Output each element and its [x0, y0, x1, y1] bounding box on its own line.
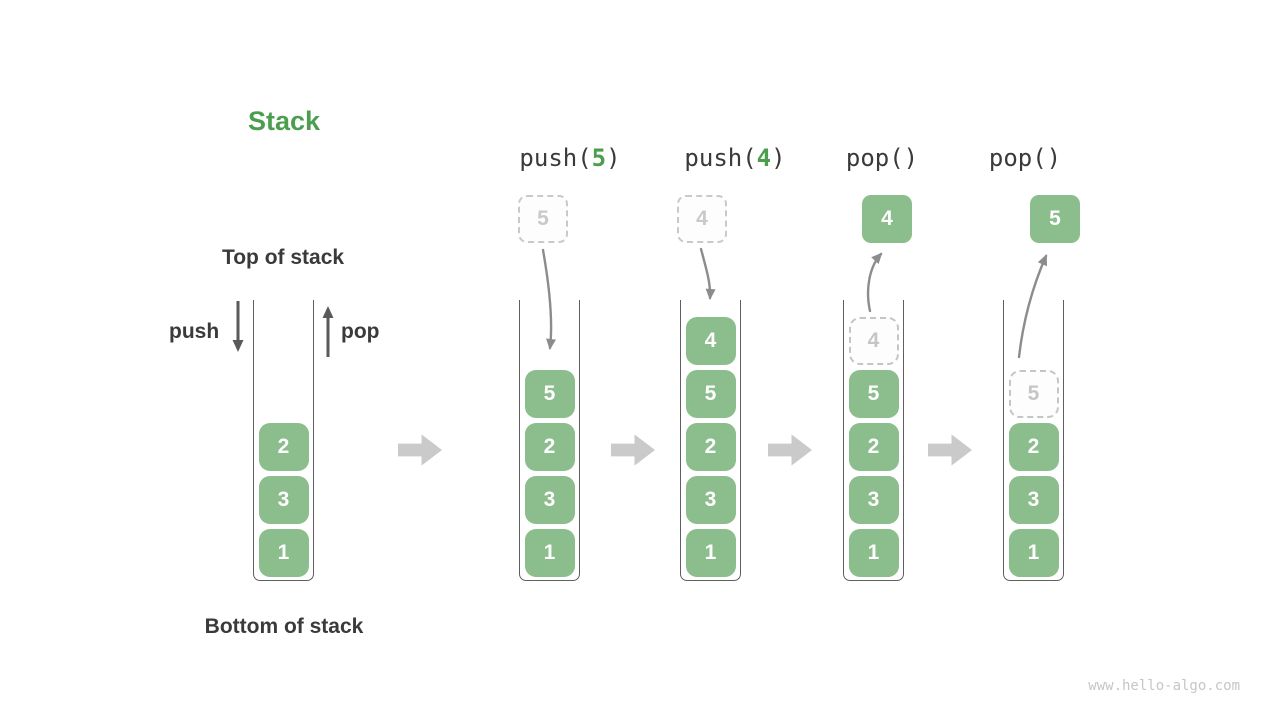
push-label: push — [169, 320, 220, 343]
stack-vessel-5: 5 2 3 1 — [1003, 300, 1064, 581]
op-arg: 5 — [591, 144, 607, 172]
stack-cells: 5 2 3 1 — [520, 370, 579, 577]
stack-cell: 3 — [848, 476, 899, 524]
op-prefix: push( — [519, 144, 592, 172]
stack-cell: 2 — [848, 423, 899, 471]
stack-cell: 2 — [258, 423, 309, 471]
stack-cell: 3 — [1008, 476, 1059, 524]
stack-cell: 2 — [1008, 423, 1059, 471]
stack-cell: 3 — [524, 476, 575, 524]
step-arrow-icon — [611, 434, 656, 466]
stack-cell: 4 — [685, 317, 736, 365]
step-arrow-icon — [768, 434, 813, 466]
step-arrow-icon — [928, 434, 973, 466]
op-label-pop-1: pop() — [846, 144, 918, 172]
top-of-stack-label: Top of stack — [221, 246, 345, 269]
stack-cell: 1 — [848, 529, 899, 577]
float-box-popped4: 4 — [862, 195, 912, 243]
stack-cell: 3 — [258, 476, 309, 524]
bottom-of-stack-label: Bottom of stack — [204, 615, 364, 638]
op-prefix: push( — [684, 144, 757, 172]
stack-cell: 1 — [1008, 529, 1059, 577]
op-prefix: pop() — [845, 144, 919, 172]
op-suffix: ) — [606, 144, 621, 172]
stack-vessel-3: 4 5 2 3 1 — [680, 300, 741, 581]
stack-cell: 2 — [524, 423, 575, 471]
stack-cell: 1 — [685, 529, 736, 577]
stack-vessel-2: 5 2 3 1 — [519, 300, 580, 581]
diagram-title: Stack — [247, 106, 321, 136]
stack-cells: 4 5 2 3 1 — [844, 317, 903, 577]
ghost-cell: 4 — [848, 317, 899, 365]
stack-cells: 5 2 3 1 — [1004, 370, 1063, 577]
stack-cell: 5 — [524, 370, 575, 418]
stack-vessel-1: 2 3 1 — [253, 300, 314, 581]
op-suffix: ) — [771, 144, 786, 172]
op-prefix: pop() — [988, 144, 1062, 172]
stack-vessel-4: 4 5 2 3 1 — [843, 300, 904, 581]
op-label-pop-2: pop() — [989, 144, 1061, 172]
push4-flow-arrow-icon — [699, 247, 716, 300]
float-box-push5: 5 — [518, 195, 568, 243]
stack-cells: 4 5 2 3 1 — [681, 317, 740, 577]
step-arrow-icon — [398, 434, 443, 466]
stack-cell: 1 — [524, 529, 575, 577]
stack-cell: 5 — [848, 370, 899, 418]
stack-cell: 2 — [685, 423, 736, 471]
op-label-push5: push(5) — [519, 144, 620, 172]
float-box-popped5: 5 — [1030, 195, 1080, 243]
stack-cell: 3 — [685, 476, 736, 524]
stack-cells: 2 3 1 — [254, 423, 313, 577]
watermark: www.hello-algo.com — [1088, 678, 1240, 694]
stack-cell: 1 — [258, 529, 309, 577]
ghost-cell: 5 — [1008, 370, 1059, 418]
op-arg: 4 — [756, 144, 772, 172]
op-label-push4: push(4) — [684, 144, 785, 172]
stack-cell: 5 — [685, 370, 736, 418]
float-box-push4: 4 — [677, 195, 727, 243]
pop-label: pop — [341, 320, 380, 343]
